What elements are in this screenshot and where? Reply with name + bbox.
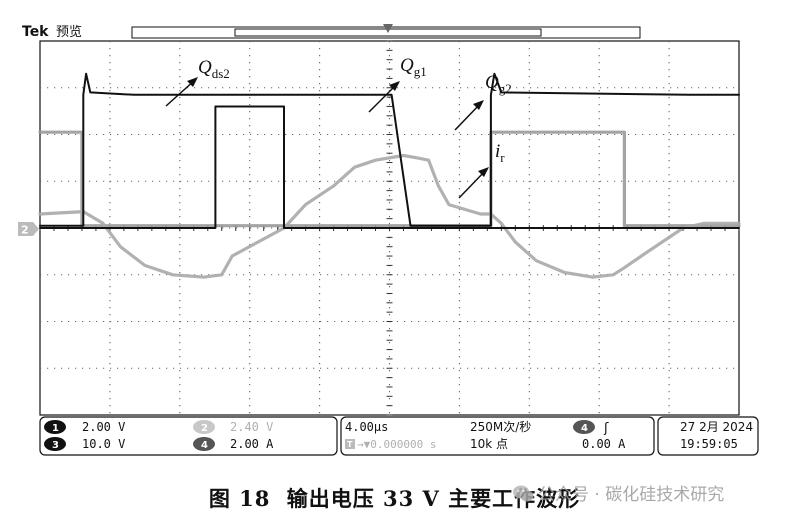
arrow-ir — [458, 169, 487, 199]
annotation-ir: ir — [458, 141, 505, 199]
trigger-source-num: 4 — [581, 423, 588, 434]
wechat-icon — [513, 485, 534, 502]
ch3-badge[interactable] — [44, 437, 66, 451]
ch1-scale: 2.00 V — [82, 420, 125, 434]
trace-ir — [38, 153, 741, 279]
trace-qg1 — [39, 105, 740, 229]
ch4-badge-num: 4 — [201, 440, 208, 451]
trigger-level: 0.00 A — [582, 437, 626, 451]
watermark: 公众号 · 碳化硅技术研究 — [512, 480, 724, 505]
label-qg2: Qg2 — [485, 72, 512, 96]
trace-qds2 — [39, 72, 740, 227]
mode-label: 预览 — [56, 24, 82, 40]
trigger-pos-icon — [345, 439, 355, 449]
ch2-ground-label: 2 — [21, 224, 29, 237]
label-qg1: Qg1 — [400, 55, 427, 79]
timebase-value: 4.00μs — [345, 420, 388, 434]
trigger-position-marker — [383, 24, 393, 33]
trigger-source-badge[interactable] — [573, 420, 595, 434]
status-bar: 1 2.00 V 3 10.0 V 2 2.40 V 4 2.00 A 4.00… — [39, 416, 759, 456]
label-qds2: Qds2 — [198, 57, 230, 81]
status-box-datetime — [657, 416, 759, 456]
annotation-qds2: Qds2 — [165, 57, 230, 107]
arrowhead-qg1 — [389, 81, 400, 91]
brand-logo: Tek — [22, 24, 49, 40]
ch3-scale: 10.0 V — [82, 437, 125, 451]
ch2-badge[interactable] — [193, 420, 215, 434]
ch2-scale: 2.40 V — [230, 420, 273, 434]
annotation-qg2: Qg2 — [454, 72, 512, 131]
arrowhead-qg2 — [473, 100, 484, 110]
sample-rate: 250M次/秒 — [470, 420, 531, 434]
status-box-channels — [39, 416, 338, 456]
figure-number: 图 18 — [208, 486, 271, 511]
time-readout: 19:59:05 — [680, 437, 738, 451]
arrowhead-ir — [478, 167, 489, 177]
trigger-pos-icon-glyph: T — [347, 440, 353, 449]
record-length: 10k 点 — [470, 437, 508, 451]
arrow-qds2 — [165, 79, 196, 107]
trigger-slope-icon: ʃ — [603, 421, 609, 436]
trigger-position: →▼0.000000 s — [357, 438, 436, 451]
trace-layer — [38, 72, 741, 279]
arrowhead-qds2 — [187, 77, 198, 87]
ch2-badge-num: 2 — [201, 423, 208, 434]
oscilloscope-screen: Tek 预览 2 Qds2 Qg1 Qg2 ir 1 2 — [18, 24, 759, 456]
ch4-scale: 2.00 A — [230, 437, 274, 451]
ch1-badge-num: 1 — [52, 423, 59, 434]
ch3-badge-num: 3 — [52, 440, 59, 451]
date-readout: 27 2月 2024 — [680, 420, 753, 434]
label-ir: ir — [495, 141, 505, 165]
ch1-badge[interactable] — [44, 420, 66, 434]
annotation-qg1: Qg1 — [368, 55, 427, 113]
arrow-qg1 — [368, 83, 398, 113]
ch2-ground-marker — [18, 222, 39, 236]
watermark-text: 公众号 · 碳化硅技术研究 — [538, 485, 725, 505]
ch4-badge[interactable] — [193, 437, 215, 451]
